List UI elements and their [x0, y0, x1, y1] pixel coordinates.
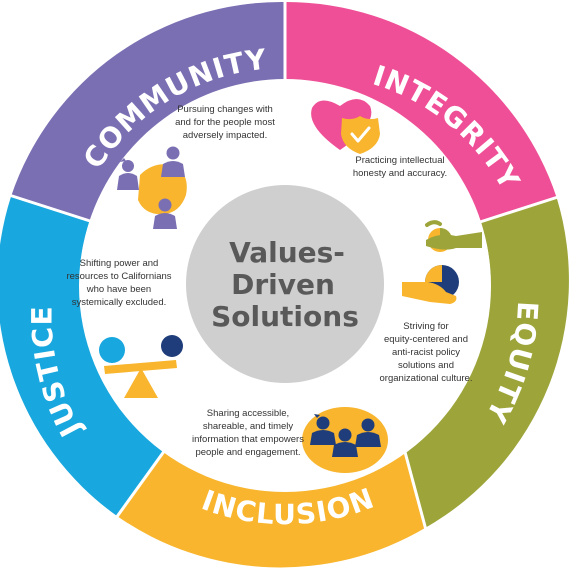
equity-line-4: solutions and [398, 360, 454, 371]
equity-description: Striving for equity-centered and anti-ra… [366, 320, 486, 385]
balance-scale-icon [99, 335, 183, 398]
inclusion-description: Sharing accessible, shareable, and timel… [182, 407, 314, 459]
inclusion-line-2: shareable, and timely [202, 421, 294, 432]
community-line-3: adversely impacted. [182, 130, 268, 141]
equity-line-5: organizational culture. [379, 373, 473, 384]
center-circle [186, 185, 384, 383]
inclusion-line-4: people and engagement. [195, 447, 301, 458]
center-line-3: Solutions [211, 300, 359, 333]
justice-line-4: systemically excluded. [71, 297, 167, 308]
segment-equity [406, 197, 569, 528]
people-group-icon [117, 146, 187, 229]
community-line-1: Pursuing changes with [177, 104, 273, 115]
justice-description: Shifting power and resources to Californ… [58, 257, 180, 309]
justice-line-1: Shifting power and [79, 258, 159, 269]
integrity-description: Practicing intellectual honesty and accu… [345, 154, 455, 180]
community-description: Pursuing changes with and for the people… [165, 103, 285, 142]
equity-line-2: equity-centered and [384, 334, 468, 345]
segment-inclusion [117, 451, 425, 568]
hands-pie-chart-icon [402, 220, 482, 304]
integrity-line-1: Practicing intellectual [355, 155, 445, 166]
segment-community [11, 1, 285, 222]
center-line-1: Values- [229, 236, 345, 269]
segment-justice [0, 196, 164, 516]
community-line-2: and for the people most [175, 117, 275, 128]
center-line-2: Driven [231, 268, 335, 301]
integrity-line-2: honesty and accuracy. [352, 168, 448, 179]
segment-dividers [8, 0, 559, 531]
inclusion-line-3: information that empowers [192, 434, 304, 445]
segment-integrity [285, 1, 557, 222]
justice-line-3: who have been [86, 284, 152, 295]
heart-shield-check-icon [311, 99, 380, 154]
inclusion-line-1: Sharing accessible, [206, 408, 290, 419]
people-bubble-icon [302, 407, 388, 473]
equity-line-1: Striving for [403, 321, 449, 332]
justice-line-2: resources to Californians [66, 271, 172, 282]
equity-line-3: anti-racist policy [391, 347, 461, 358]
